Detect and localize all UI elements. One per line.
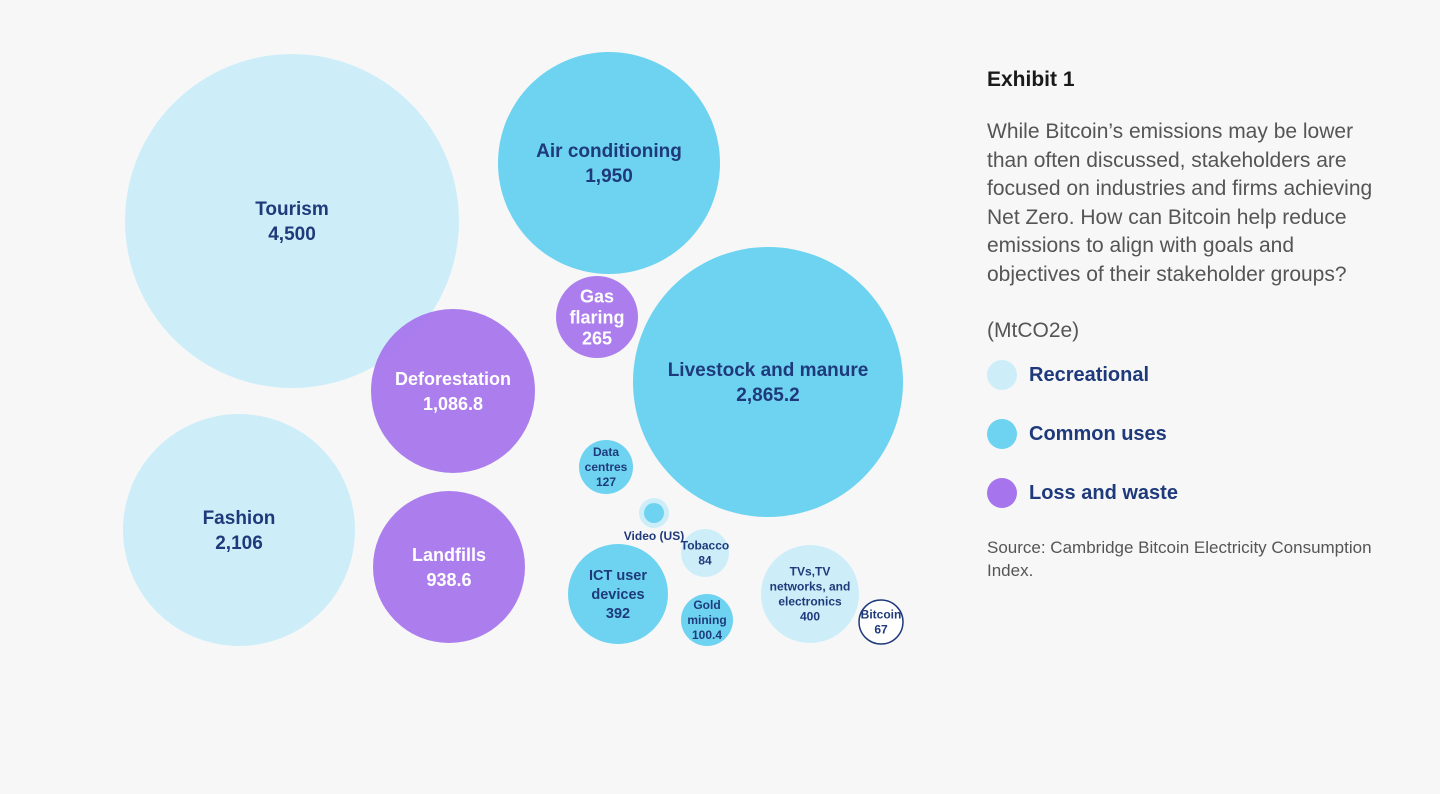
bubble-tvs-tv-networks-and-electronics-label-line-3: 400 [800,610,820,624]
exhibit-description: While Bitcoin’s emissions may be lower t… [987,120,1373,286]
bubble-chart: Tourism 4,500 Air conditioning 1,950Gasflar… [123,52,904,646]
source-note: Source: Cambridge Bitcoin Electricity Co… [987,538,1372,580]
bubble-ict-user-devices-label-line-1: devices [591,587,644,603]
bubble-fashion-circle [123,414,355,646]
bubble-landfills-circle [373,491,525,643]
bubble-gold-mining-label-line-0: Gold [693,598,720,612]
bubble-landfills-label-line-0: Landfills [412,545,486,565]
bubble-ict-user-devices-label-line-2: 392 [606,606,630,622]
bubble-tvs-tv-networks-and-electronics-circle [761,545,859,643]
bubble-tourism-circle [125,54,459,388]
bubble-landfills-label-line-1: 938.6 [426,570,471,590]
bubble-bitcoin-circle [858,599,904,645]
bubble-air-conditioning-label-line-1: 1,950 [585,166,633,187]
bubble-data-centres-label-line-0: Data [593,445,619,459]
bubble-fashion-label-line-1: 2,106 [215,533,263,554]
bubble-video-us-label-line-0: Video (US) [624,529,684,543]
bubble-gas-flaring-label-line-1: flaring [569,307,624,327]
legend-item-common-uses: Common uses [987,418,1387,450]
bubble-deforestation: Deforestation 1,086.8 [371,309,535,473]
bubble-livestock-and-manure-label-line-0: Livestock and manure [668,360,869,381]
bubble-video-us: Video (US) [624,498,684,543]
unit-label: (MtCO2e) [987,319,1080,342]
legend-label-recreational: Recreational [1029,363,1150,386]
bubble-tobacco-circle [681,529,729,577]
bubble-gold-mining-label-line-1: mining [687,613,726,627]
bubble-gas-flaring-label-line-2: 265 [582,328,612,348]
bubble-tourism: Tourism 4,500 [125,54,459,388]
bubble-ict-user-devices: ICT user devices 392 [568,544,668,644]
exhibit-title: Exhibit 1 [987,68,1075,91]
bubble-bitcoin-label-line-1: 67 [874,623,888,637]
legend-swatch-recreational [987,360,1017,390]
bubble-air-conditioning: Air conditioning 1,950 [498,52,720,274]
bubble-deforestation-circle [371,309,535,473]
bubble-landfills: Landfills 938.6 [373,491,525,643]
bubble-deforestation-label-line-1: 1,086.8 [423,394,483,414]
bubble-tobacco-label-line-1: 84 [698,554,712,568]
legend-item-loss-and-waste: Loss and waste [987,477,1387,509]
bubble-tvs-tv-networks-and-electronics-label-line-1: networks, and [770,580,851,594]
bubble-gas-flaring-label-line-0: Gas [580,286,614,306]
legend: Recreational Common uses Loss and waste [987,359,1387,509]
bubble-tvs-tv-networks-and-electronics-label-line-0: TVs,TV [790,565,831,579]
legend-item-recreational: Recreational [987,359,1387,391]
bubble-ict-user-devices-label-line-0: ICT user [589,568,647,584]
bubble-livestock-and-manure-circle [633,247,903,517]
legend-label-loss-and-waste: Loss and waste [1029,481,1178,504]
bubble-data-centres-label-line-1: centres [585,460,628,474]
legend-swatch-loss-and-waste [987,478,1017,508]
bubble-air-conditioning-circle [498,52,720,274]
bubble-data-centres-label-line-2: 127 [596,475,616,489]
bubble-tobacco-label-line-0: Tobacco [681,539,729,553]
bubble-gold-mining-circle [681,594,733,646]
bubble-bitcoin-label-line-0: Bitcoin [861,608,902,622]
bubble-tourism-label-line-1: 4,500 [268,224,316,245]
legend-swatch-common-uses [987,419,1017,449]
bubble-air-conditioning-label-line-0: Air conditioning [536,141,682,162]
bubble-gas-flaring-circle [556,276,638,358]
bubble-fashion-label-line-0: Fashion [203,508,276,529]
bubble-tourism-label-line-0: Tourism [255,199,329,220]
bubble-gold-mining-label-line-2: 100.4 [692,628,722,642]
bubble-fashion: Fashion 2,106 [123,414,355,646]
bubble-livestock-and-manure: Livestock and manure 2,865.2 [633,247,903,517]
bubble-livestock-and-manure-label-line-1: 2,865.2 [736,385,799,406]
bubble-deforestation-label-line-0: Deforestation [395,369,511,389]
bubble-video-us-circle [644,503,664,523]
bubble-ict-user-devices-circle [568,544,668,644]
bubble-data-centres-circle [579,440,633,494]
info-panel: Exhibit 1 While Bitcoin’s emissions may … [987,68,1387,582]
legend-label-common-uses: Common uses [1029,422,1167,445]
bubble-tvs-tv-networks-and-electronics-label-line-2: electronics [778,595,842,609]
